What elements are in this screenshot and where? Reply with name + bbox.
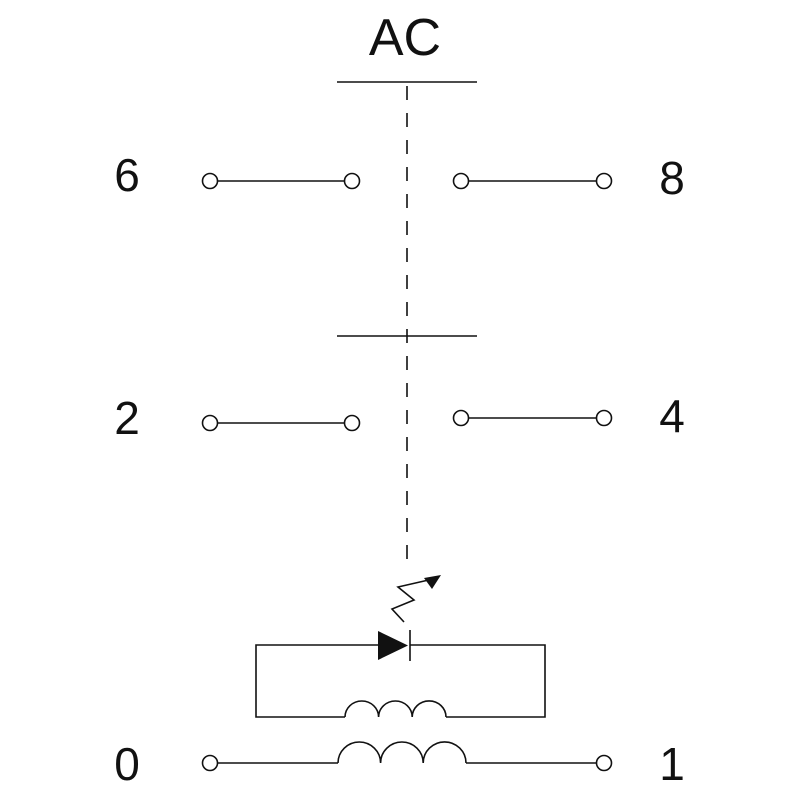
parallel-branch (255, 644, 546, 718)
terminal-label-4: 4 (659, 390, 685, 442)
contact-4 (452, 409, 613, 427)
terminal-2-circle (201, 414, 219, 432)
terminal-6-circle (201, 172, 219, 190)
main-coil-circuit (201, 741, 613, 772)
terminal-label-0: 0 (114, 738, 140, 790)
terminal-0-circle (201, 754, 219, 772)
contact-6-inner-circle (343, 172, 361, 190)
contact-6 (201, 172, 361, 190)
contact-2-inner-circle (343, 414, 361, 432)
contact-8-inner-circle (452, 172, 470, 190)
led-diode-icon (378, 630, 411, 661)
terminal-4-circle (595, 409, 613, 427)
diagram-title: AC (369, 9, 441, 67)
light-emission-arrow-icon (390, 575, 441, 623)
terminal-8-circle (595, 172, 613, 190)
terminal-label-8: 8 (659, 152, 685, 204)
terminal-label-2: 2 (114, 392, 140, 444)
terminal-label-1: 1 (659, 738, 685, 790)
contact-4-inner-circle (452, 409, 470, 427)
contact-2 (201, 414, 361, 432)
contact-8 (452, 172, 613, 190)
terminal-label-6: 6 (114, 149, 140, 201)
main-coil-icon (337, 741, 467, 764)
coil-inductor-icon (344, 700, 447, 718)
terminal-1-circle (595, 754, 613, 772)
